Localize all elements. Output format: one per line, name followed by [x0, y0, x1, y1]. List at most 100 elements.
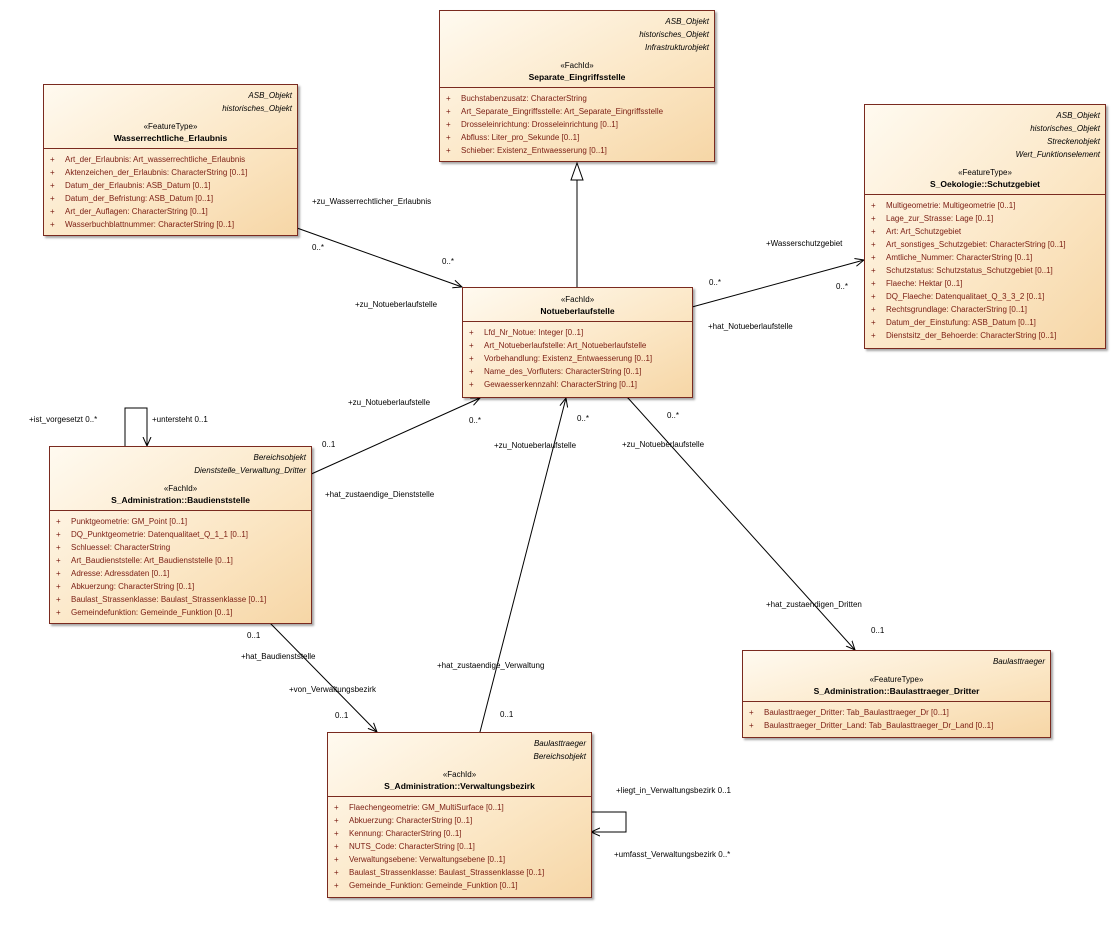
visibility-marker: + — [50, 207, 55, 216]
role-zu-notueberlaufstelle: +zu_Notueberlaufstelle — [348, 398, 431, 407]
visibility-marker: + — [871, 253, 876, 262]
attribute-row: +Schluessel: CharacterString — [50, 541, 311, 554]
attribute-text: NUTS_Code: CharacterString [0..1] — [349, 842, 475, 851]
attribute-text: Art_Separate_Eingriffsstelle: Art_Separa… — [461, 107, 664, 116]
attribute-row: +Lage_zur_Strasse: Lage [0..1] — [865, 212, 1105, 225]
class-name: Notueberlaufstelle — [540, 306, 615, 316]
parent-class-name: ASB_Objekt — [1056, 111, 1100, 120]
class-header: «FachId»Notueberlaufstelle — [463, 288, 692, 322]
visibility-marker: + — [446, 146, 451, 155]
class-stereotype: «FeatureType» — [958, 168, 1012, 177]
assoc-schutz-notue — [692, 260, 864, 307]
attribute-row: +Name_des_Vorfluters: CharacterString [0… — [463, 365, 692, 378]
parent-class-name: ASB_Objekt — [248, 91, 292, 100]
attribute-row: +Schieber: Existenz_Entwaesserung [0..1] — [440, 144, 714, 157]
parent-classes: Baulasttraeger — [748, 655, 1045, 668]
parent-class-name: Bereichsobjekt — [253, 453, 306, 462]
attribute-text: Gewaesserkennzahl: CharacterString [0..1… — [484, 380, 637, 389]
attribute-text: Abkuerzung: CharacterString [0..1] — [349, 816, 473, 825]
attribute-text: Buchstabenzusatz: CharacterString — [461, 94, 587, 103]
visibility-marker: + — [50, 181, 55, 190]
parent-class-name: Baulasttraeger — [992, 657, 1045, 666]
attribute-text: Flaechengeometrie: GM_MultiSurface [0..1… — [349, 803, 504, 812]
multiplicity-label: 0..1 — [871, 626, 885, 635]
attribute-text: Datum_der_Erlaubnis: ASB_Datum [0..1] — [65, 181, 211, 190]
assoc-baud-self — [125, 407, 147, 446]
attribute-row: +Baulast_Strassenklasse: Baulast_Strasse… — [328, 866, 591, 879]
visibility-marker: + — [446, 107, 451, 116]
attribute-row: + Abfluss: Liter_pro_Sekunde [0..1] — [440, 131, 714, 144]
attribute-text: Multigeometrie: Multigeometrie [0..1] — [886, 201, 1016, 210]
visibility-marker: + — [469, 328, 474, 337]
attribute-text: Abfluss: Liter_pro_Sekunde [0..1] — [461, 133, 580, 142]
attribute-text: Baulasttraeger_Dritter_Land: Tab_Baulast… — [764, 721, 994, 730]
class-name: S_Administration::Baulasttraeger_Dritter — [813, 686, 980, 696]
attribute-text: Baulast_Strassenklasse: Baulast_Strassen… — [349, 868, 545, 877]
multiplicity-label: 0..* — [577, 414, 590, 423]
attribute-row: +Verwaltungsebene: Verwaltungsebene [0..… — [328, 853, 591, 866]
parent-class-name: Bereichsobjekt — [533, 752, 586, 761]
assoc-wasser-notue — [297, 228, 462, 287]
visibility-marker: + — [871, 201, 876, 210]
visibility-marker: + — [469, 380, 474, 389]
attribute-text: Flaeche: Hektar [0..1] — [886, 279, 963, 288]
visibility-marker: + — [871, 318, 876, 327]
attribute-row: + Datum_der_Erlaubnis: ASB_Datum [0..1] — [44, 179, 297, 192]
attribute-text: Schluessel: CharacterString — [71, 543, 171, 552]
visibility-marker: + — [871, 331, 876, 340]
visibility-marker: + — [334, 881, 339, 890]
attribute-text: DQ_Flaeche: Datenqualitaet_Q_3_3_2 [0..1… — [886, 292, 1045, 301]
assoc-dritt-notue — [628, 398, 855, 650]
class-name: S_Oekologie::Schutzgebiet — [929, 179, 1041, 189]
role-hat-notueberlaufstelle: +hat_Notueberlaufstelle — [708, 322, 793, 331]
attribute-text: Punktgeometrie: GM_Point [0..1] — [71, 517, 188, 526]
attribute-text: Art_sonstiges_Schutzgebiet: CharacterStr… — [886, 240, 1066, 249]
attribute-row: + Datum_der_Einstufung: ASB_Datum [0..1] — [865, 316, 1105, 329]
class-baulasttraeger-dritter[interactable]: Baulasttraeger «FeatureType» S_Administrat… — [742, 650, 1051, 738]
class-stereotype: «FeatureType» — [869, 675, 924, 684]
role-liegt-in-verwaltungsbezirk: +liegt_in_Verwaltungsbezirk 0..1 — [616, 786, 731, 795]
visibility-marker: + — [56, 517, 61, 526]
role-hat-baudienststelle: +hat_Baudienststelle — [241, 652, 316, 661]
attribute-row: + Art: Art_Schutzgebiet — [865, 225, 1105, 238]
attribute-row: +Lfd_Nr_Notue: Integer [0..1] — [463, 326, 692, 339]
multiplicity-label: 0..1 — [247, 631, 261, 640]
multiplicity-label: 0..1 — [322, 440, 336, 449]
attribute-row: + Multigeometrie: Multigeometrie [0..1] — [865, 199, 1105, 212]
assoc-baud-verw — [270, 623, 377, 732]
attribute-text: Dienstsitz_der_Behoerde: CharacterString… — [886, 331, 1057, 340]
role-hat-zustaendige-verwaltung: +hat_zustaendige_Verwaltung — [437, 661, 545, 670]
multiplicity-label: 0..* — [469, 416, 482, 425]
class-notueberlaufstelle[interactable]: «FachId»Notueberlaufstelle +Lfd_Nr_Notue:… — [462, 287, 693, 398]
visibility-marker: + — [871, 292, 876, 301]
attribute-list: + Flaechengeometrie: GM_MultiSurface [0..… — [328, 797, 591, 894]
multiplicity-label: 0..* — [312, 243, 325, 252]
visibility-marker: + — [446, 133, 451, 142]
visibility-marker: + — [334, 855, 339, 864]
role-zu-wasserrechtlicher-erlaubnis: +zu_Wasserrechtlicher_Erlaubnis — [312, 197, 432, 206]
role-zu-notueberlaufstelle: +zu_Notueberlaufstelle — [494, 441, 577, 450]
role-zu-notueberlaufstelle: +zu_Notueberlaufstelle — [622, 440, 705, 449]
attribute-text: Datum_der_Einstufung: ASB_Datum [0..1] — [886, 318, 1036, 327]
role-umfasst-verwaltungsbezirk: +umfasst_Verwaltungsbezirk 0..* — [614, 850, 731, 859]
visibility-marker: + — [50, 155, 55, 164]
visibility-marker: + — [871, 240, 876, 249]
attribute-text: Adresse: Adressdaten [0..1] — [71, 569, 170, 578]
attribute-text: Gemeinde_Funktion: Gemeinde_Funktion [0.… — [349, 881, 518, 890]
attribute-row: +Art_der_Auflagen: CharacterString [0..1… — [44, 205, 297, 218]
attribute-text: Art: Art_Schutzgebiet — [886, 227, 962, 236]
visibility-marker: + — [871, 227, 876, 236]
parent-class-name: Streckenobjekt — [1047, 137, 1100, 146]
